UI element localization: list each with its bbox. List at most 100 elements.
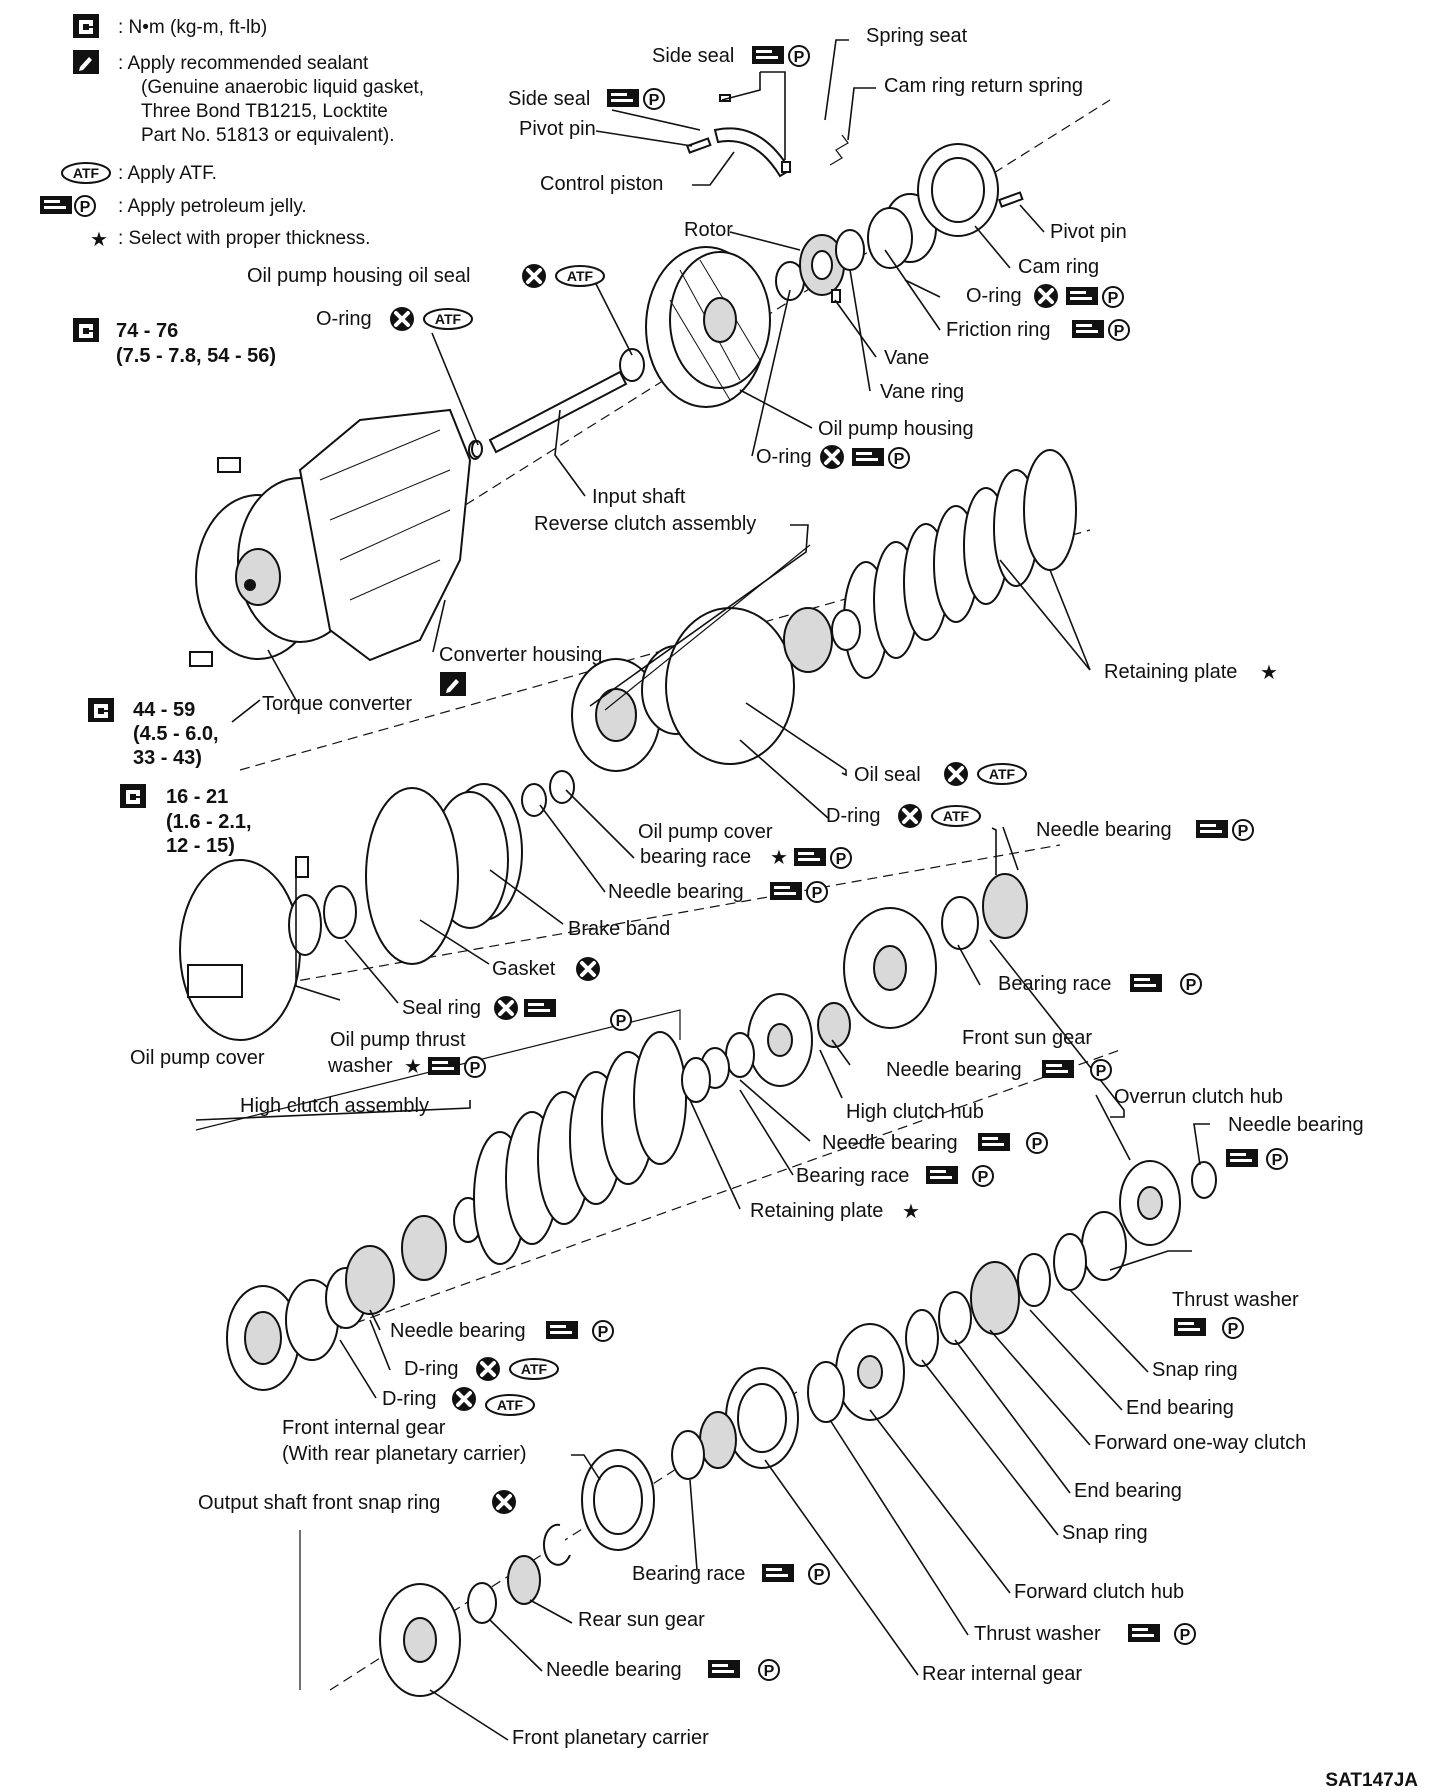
o-ring-drawing [867, 207, 913, 269]
bolt-drawing [189, 457, 309, 878]
label-cam-ring-return-spring: Cam ring return spring [884, 75, 1083, 97]
star-icon: ★ [404, 1056, 422, 1078]
jelly-icon [978, 1133, 1010, 1151]
label-high-clutch-hub: High clutch hub [846, 1101, 984, 1123]
torque-spec-3: 16 - 21 (1.6 - 2.1, 12 - 15) [120, 784, 252, 857]
cam-ring-drawing [917, 143, 999, 237]
p-icon [1026, 1132, 1048, 1154]
p-icon [464, 1056, 486, 1078]
label-vane-ring: Vane ring [880, 381, 964, 403]
atf-icon [509, 1358, 559, 1380]
needle-bearing-drawing [1191, 1161, 1217, 1199]
atf-icon [61, 162, 111, 184]
star-icon: ★ [770, 847, 788, 869]
legend-select-text: : Select with proper thickness. [118, 228, 370, 249]
return-spring-drawing [829, 134, 849, 166]
label-o-ring: O-ring [966, 285, 1022, 307]
label-bearing-race: Bearing race [632, 1563, 745, 1585]
jelly-icon [1128, 1624, 1160, 1642]
jelly-icon [607, 89, 639, 107]
label-needle-bearing: Needle bearing [390, 1320, 526, 1342]
legend-atf-text: : Apply ATF. [118, 163, 217, 184]
legend-jelly-text: : Apply petroleum jelly. [118, 196, 307, 217]
jelly-icon [1196, 820, 1228, 838]
thrust-washer-drawing [323, 885, 357, 939]
label-oil-pump-thrust-washer: washer [327, 1055, 393, 1077]
label-rear-internal-gear: Rear internal gear [922, 1663, 1082, 1685]
torque-converter-drawing [195, 477, 363, 660]
torque-icon [120, 784, 146, 808]
parts [179, 94, 1217, 1697]
pivot-pin-drawing [998, 191, 1024, 208]
label-input-shaft: Input shaft [592, 486, 686, 508]
replace-icon [492, 994, 520, 1022]
center-line [189, 844, 1061, 1001]
atf-icon [931, 805, 981, 827]
sealant-icon [440, 672, 466, 696]
label-oil-pump-cover-bearing-race: bearing race [640, 846, 751, 868]
torque-value: (4.5 - 6.0, [133, 723, 219, 745]
thrust-washer-drawing [807, 1361, 845, 1423]
housing-oil-seal-drawing [619, 348, 645, 382]
label-gasket: Gasket [492, 958, 556, 980]
star-icon: ★ [902, 1201, 920, 1223]
thrust-washer-drawing [1081, 1211, 1127, 1281]
seal-ring-drawing [288, 894, 322, 956]
jelly-icon [708, 1660, 740, 1678]
oil-pump-cover-drawing [179, 859, 301, 1041]
legend-sealant-text: Three Bond TB1215, Locktite [141, 101, 388, 122]
jelly-icon [752, 46, 784, 64]
snap-ring-drawing [905, 1309, 939, 1367]
label-pivot-pin: Pivot pin [1050, 221, 1127, 243]
center-line [279, 1049, 1121, 1351]
label-front-sun-gear: Front sun gear [962, 1027, 1092, 1049]
label-forward-one-way-clutch: Forward one-way clutch [1094, 1432, 1306, 1454]
p-icon [758, 1659, 780, 1681]
p-icon [643, 88, 665, 110]
label-snap-ring: Snap ring [1062, 1522, 1148, 1544]
vane-ring-drawing [835, 229, 865, 271]
replace-icon [520, 262, 548, 290]
label-needle-bearing: Needle bearing [822, 1132, 958, 1154]
figure-code: SAT147JA [1325, 1770, 1418, 1791]
front-internal-gear-drawing [581, 1449, 655, 1551]
label-d-ring: D-ring [826, 805, 880, 827]
rotor-drawing [799, 234, 845, 296]
input-shaft-drawing [468, 370, 628, 460]
replace-icon [942, 760, 970, 788]
legend-sealant-text: Part No. 51813 or equivalent). [141, 125, 395, 146]
star-icon: ★ [1260, 662, 1278, 684]
atf-icon [977, 763, 1027, 785]
label-bearing-race: Bearing race [796, 1165, 909, 1187]
leader-lines [195, 39, 1210, 1741]
p-icon [1090, 1059, 1112, 1081]
label-oil-pump-housing-oil-seal: Oil pump housing oil seal [247, 265, 470, 287]
label-d-ring: D-ring [404, 1358, 458, 1380]
label-end-bearing: End bearing [1074, 1480, 1182, 1502]
label-cam-ring: Cam ring [1018, 256, 1099, 278]
rear-sun-gear-drawing [507, 1555, 541, 1605]
needle-bearing-drawing [817, 1002, 851, 1048]
torque-spec-1: 74 - 76 (7.5 - 7.8, 54 - 56) [73, 318, 276, 367]
replace-icon [474, 1355, 502, 1383]
jelly-icon [524, 999, 556, 1017]
jelly-icon [1174, 1318, 1206, 1336]
replace-icon [574, 955, 602, 983]
p-icon [808, 1563, 830, 1585]
label-thrust-washer: Thrust washer [1172, 1289, 1299, 1311]
atf-icon [555, 265, 605, 287]
label-oil-seal: Oil seal [854, 764, 921, 786]
control-piston-drawing [713, 127, 792, 178]
label-front-internal-gear: (With rear planetary carrier) [282, 1443, 527, 1465]
p-icon [1174, 1623, 1196, 1645]
star-icon: ★ [90, 229, 108, 251]
p-icon [888, 447, 910, 469]
label-snap-ring: Snap ring [1152, 1359, 1238, 1381]
label-thrust-washer: Thrust washer [974, 1623, 1101, 1645]
p-icon [806, 881, 828, 903]
label-rotor: Rotor [684, 219, 733, 241]
p-icon [788, 45, 810, 67]
jelly-icon [428, 1057, 460, 1075]
needle-bearing-drawing [699, 1411, 737, 1469]
converter-housing-drawing [298, 408, 472, 662]
